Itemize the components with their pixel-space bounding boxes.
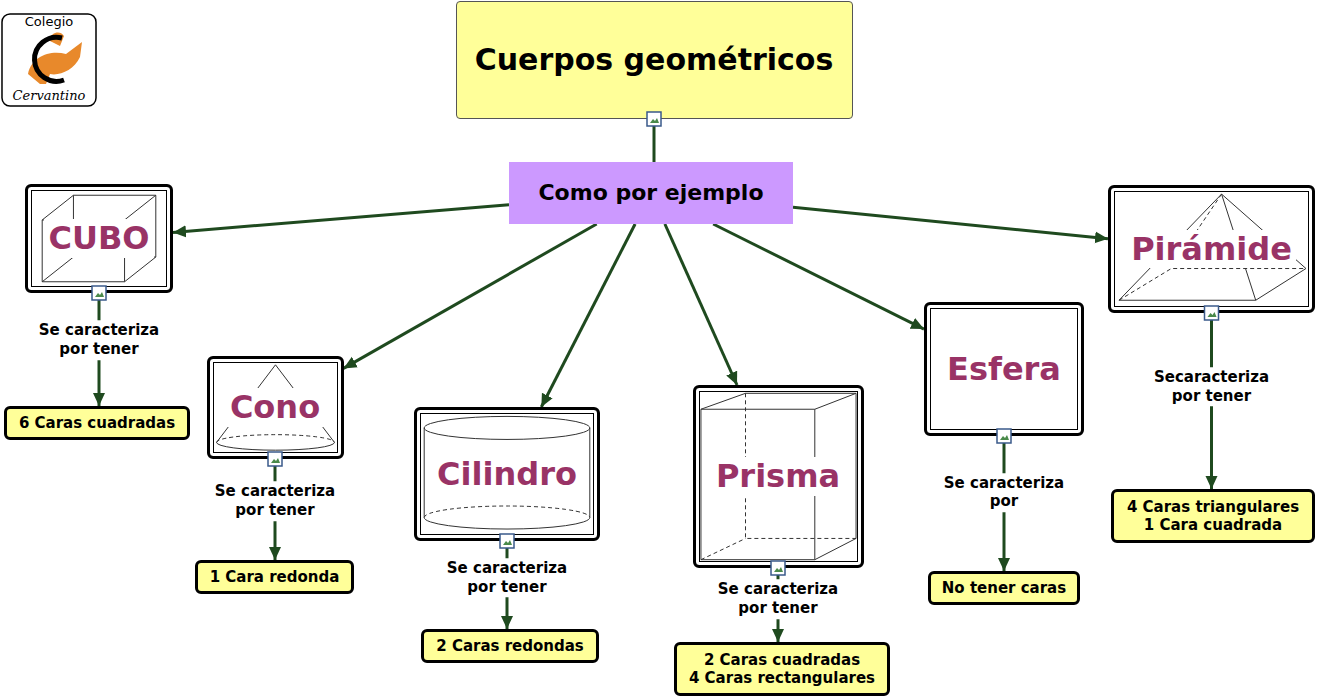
node-text: Esfera [943,350,1065,388]
property-box: 1 Cara redonda [195,560,354,594]
node-text: 2 Caras cuadradas [704,651,860,669]
logo-text: Cervantino [13,88,86,103]
connector-label: Secaracteriza por tener [1151,367,1272,407]
node-text: Pirámide [1127,230,1296,268]
connector-label: Se caracteriza por tener [700,579,856,619]
illustration-line [700,538,745,559]
connector-arrow [665,224,737,385]
shape-box: Cono [207,356,344,459]
connector-label: Se caracteriza por tener [429,558,585,598]
node-text: Como por ejemplo [538,180,763,206]
property-box: 4 Caras triangulares1 Cara cuadrada [1111,489,1315,543]
connector-label: Se caracteriza por tener [197,482,353,522]
illustration-line [1119,194,1306,300]
connector-arrow [541,224,635,407]
property-box: 2 Caras redondas [421,629,599,663]
illustration-line [424,518,590,530]
illustration-line [700,393,855,559]
node-text: 6 Caras cuadradas [19,414,175,432]
node-text: 1 Cara cuadrada [1144,516,1282,534]
connector-arrow [793,207,1108,238]
connector-box: Como por ejemplo [509,162,793,224]
node-text: Cilindro [433,455,581,493]
logo-letter [35,37,64,81]
illustration-line [424,506,590,518]
connector-arrow [173,205,509,233]
title-box: Cuerpos geométricos [456,1,853,119]
connector-arrow [344,224,597,368]
connector-label: Se caracteriza por tener [21,321,177,361]
illustration-line [424,416,590,439]
node-text: 2 Caras redondas [436,637,584,655]
illustration-line [216,365,334,443]
node-text: 1 Cara redonda [210,568,340,586]
node-text: Cuerpos geométricos [475,42,834,78]
shape-box: CUBO [25,184,173,293]
node-text: CUBO [44,219,153,257]
shape-box: Prisma [693,385,864,568]
node-text: No tener caras [942,579,1066,597]
property-box: No tener caras [928,571,1080,605]
illustration-line [1119,194,1306,300]
connector-arrow [713,224,924,329]
node-text: 4 Caras rectangulares [689,669,875,687]
node-text: 4 Caras triangulares [1127,498,1299,516]
connector-arrow [653,119,656,162]
node-text: Cono [226,388,324,426]
shape-box: Esfera [924,302,1084,436]
illustration-line [424,428,590,518]
node-text: Prisma [712,457,844,495]
illustration-line [216,442,334,450]
property-box: 6 Caras cuadradas [4,406,190,440]
shape-box: Cilindro [414,407,600,541]
illustration-line [42,195,156,282]
shape-box: Pirámide [1108,185,1315,313]
logo-text: Colegio [25,14,73,29]
illustration-line [216,435,334,443]
logo-frame [2,14,96,106]
property-box: 2 Caras cuadradas4 Caras rectangulares [674,642,890,696]
connector-label: Se caracteriza por [926,473,1082,513]
